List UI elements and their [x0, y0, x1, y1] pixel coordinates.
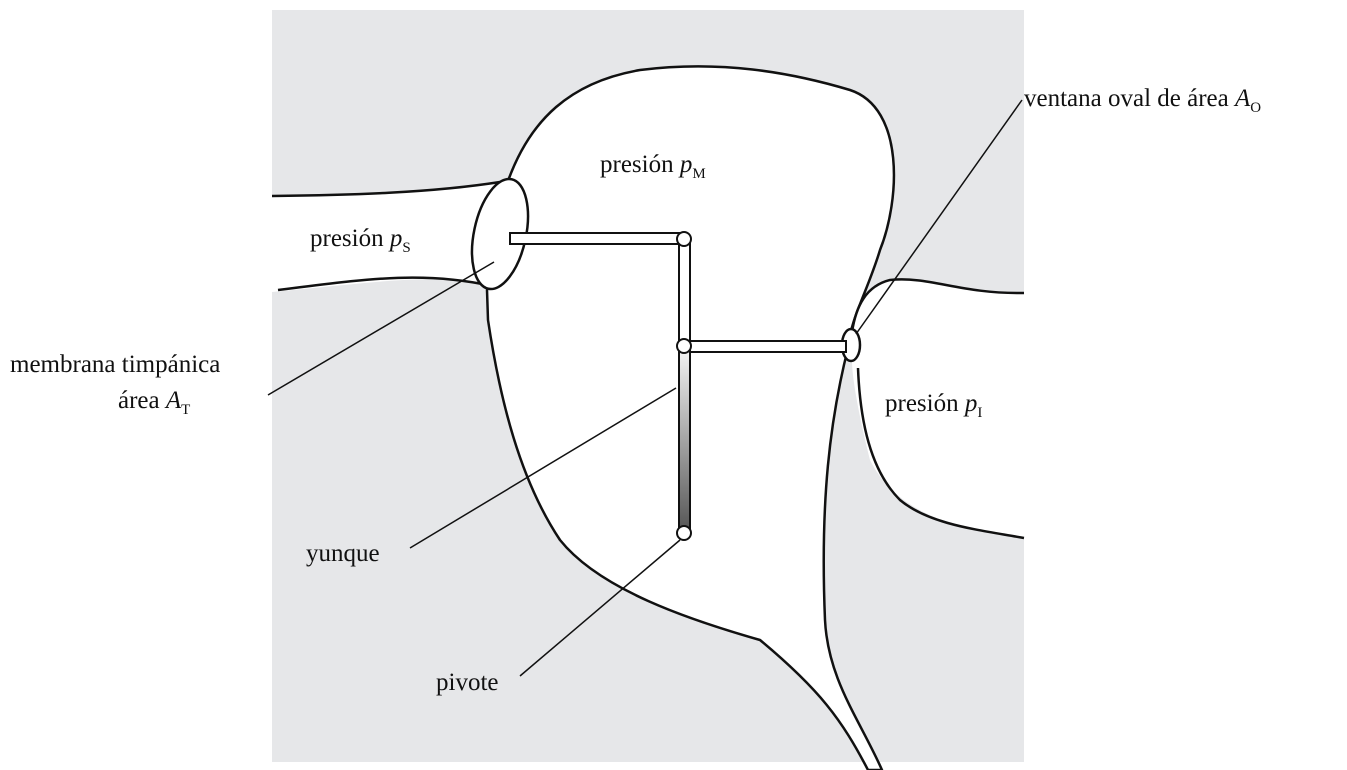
inner-ear-region [852, 279, 1024, 538]
label-pressure-outer: presión pS [310, 225, 411, 256]
label-pressure-middle: presión pM [600, 151, 706, 182]
incus-lever [678, 347, 691, 533]
leader-membrane [267, 261, 495, 396]
leader-incus [409, 387, 677, 549]
horizontal-lever-top [509, 232, 685, 245]
label-membrane-line2: área AT [118, 387, 190, 418]
vertical-lever-upper [678, 239, 691, 349]
label-oval-window: ventana oval de área AO [1024, 85, 1261, 116]
leader-pivot [519, 539, 681, 677]
label-pressure-inner: presión pI [885, 390, 982, 421]
label-membrane-line1: membrana timpánica [10, 351, 220, 378]
joint-top [676, 231, 692, 247]
ear-canal-top-edge [271, 180, 501, 198]
inner-ear-bottom-edge [856, 367, 1025, 540]
label-incus: yunque [306, 540, 380, 567]
leader-oval-window [855, 99, 1023, 335]
ear-canal-bottom-edge [277, 276, 493, 292]
pivot-joint [676, 525, 692, 541]
tissue-edge-left-upper [268, 10, 272, 196]
horizontal-lever-bottom [685, 340, 847, 353]
label-pivot: pivote [436, 669, 499, 696]
joint-middle [676, 338, 692, 354]
ear-canal [272, 182, 512, 292]
